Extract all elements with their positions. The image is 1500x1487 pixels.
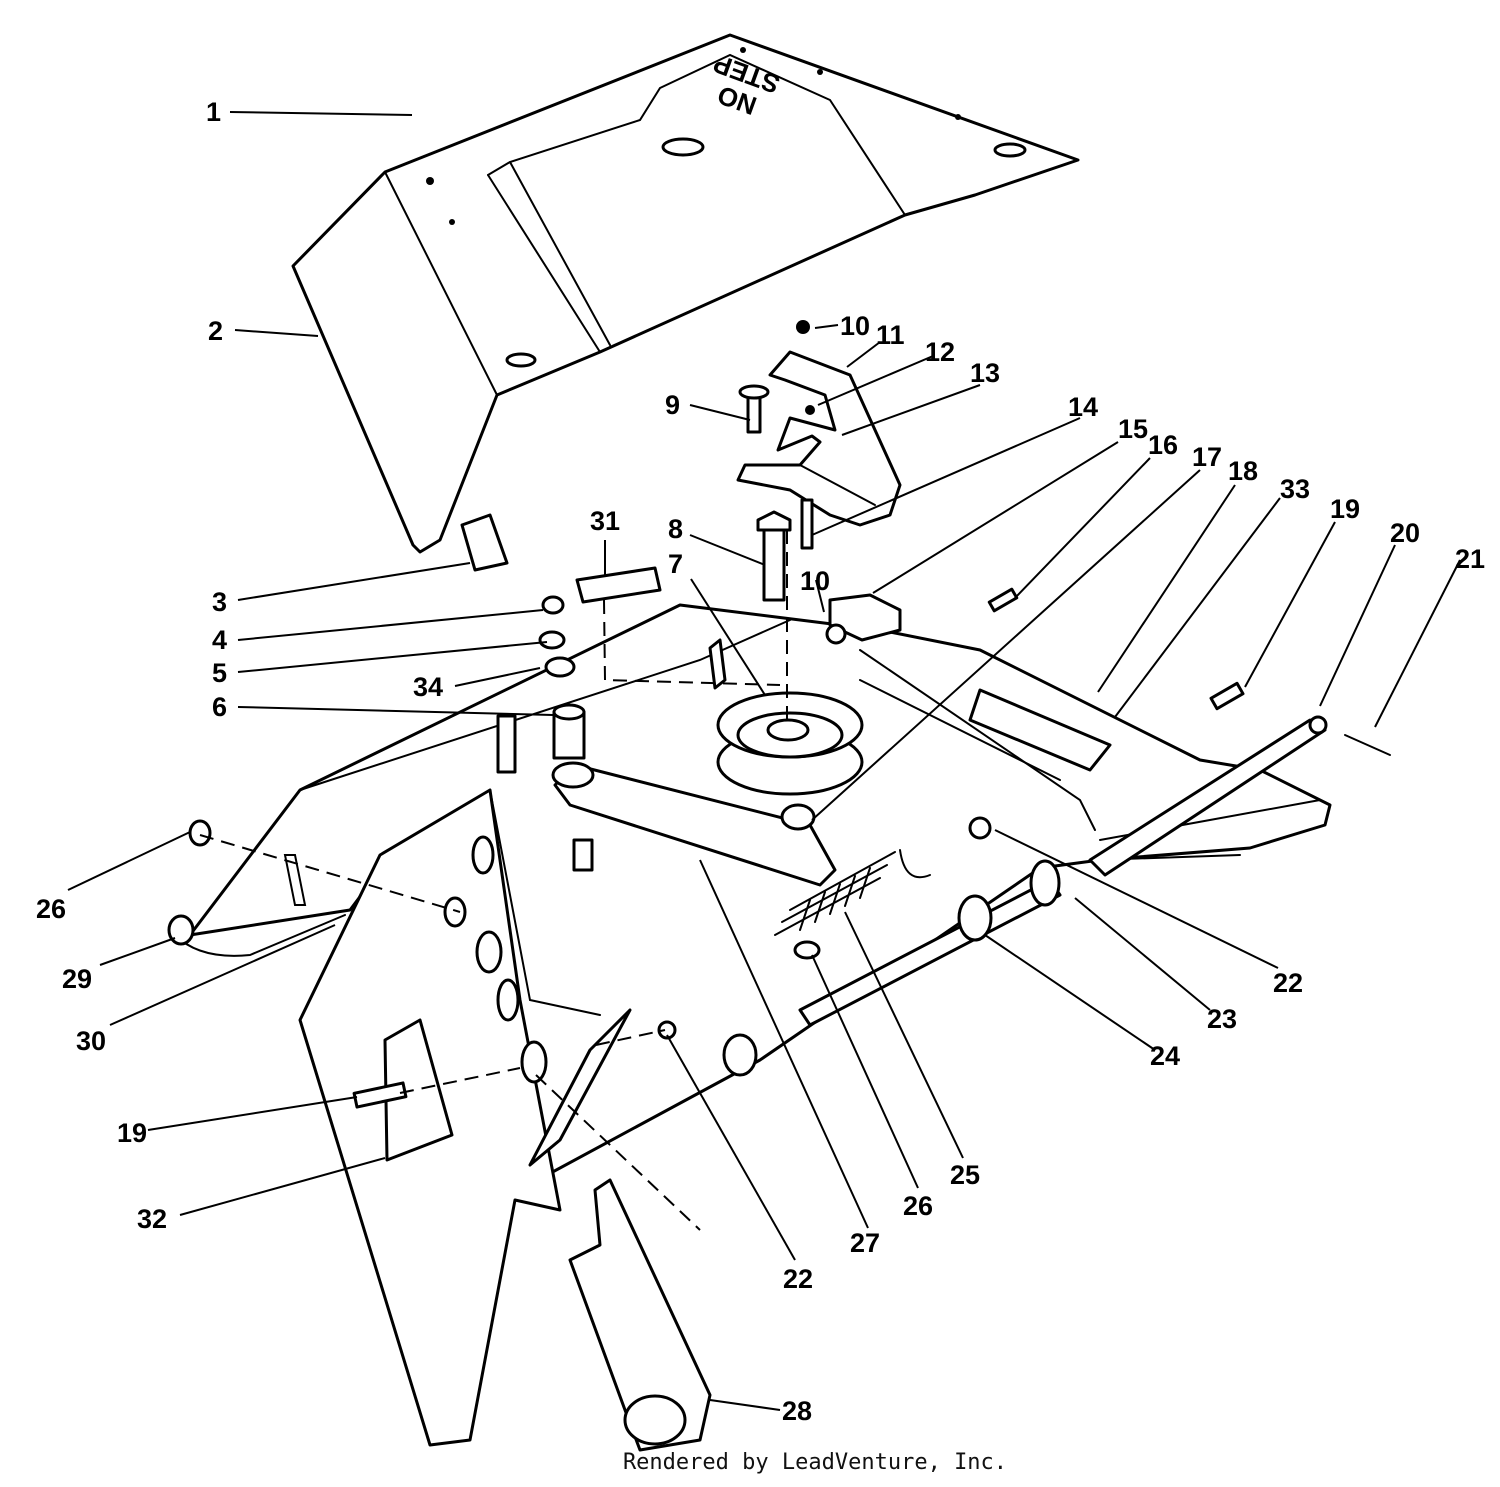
callout-18: 18 (1228, 456, 1258, 486)
callout-25: 25 (950, 1160, 980, 1190)
callout-15: 15 (1118, 414, 1148, 444)
callout-27: 27 (850, 1228, 880, 1258)
callout-8: 8 (668, 514, 683, 544)
callout-33: 33 (1280, 474, 1310, 504)
callout-19-left: 19 (117, 1118, 147, 1148)
callout-4: 4 (212, 625, 227, 655)
callout-1: 1 (206, 97, 221, 127)
callout-34: 34 (413, 672, 443, 702)
callout-9: 9 (665, 390, 680, 420)
callout-23: 23 (1207, 1004, 1237, 1034)
callout-31: 31 (590, 506, 620, 536)
callout-13: 13 (970, 358, 1000, 388)
callout-29: 29 (62, 964, 92, 994)
callout-21: 21 (1455, 544, 1485, 574)
callout-11: 11 (876, 320, 905, 350)
callout-26-bottom: 26 (903, 1191, 933, 1221)
callout-5: 5 (212, 658, 227, 688)
callout-3: 3 (212, 587, 227, 617)
callout-16: 16 (1148, 430, 1178, 460)
top-cover: NO STEP (291, 33, 1080, 554)
callout-22-bottom: 22 (783, 1264, 813, 1294)
callout-28: 28 (782, 1396, 812, 1426)
callouts: 1 2 3 4 5 34 6 31 8 7 9 10 11 12 13 10 1… (36, 97, 1485, 1426)
main-frame (167, 510, 1391, 1452)
callout-30: 30 (76, 1026, 106, 1056)
leader-lines (67, 111, 1461, 1411)
callout-20: 20 (1390, 518, 1420, 548)
callout-17: 17 (1192, 442, 1222, 472)
render-credit: Rendered by LeadVenture, Inc. (622, 1450, 1008, 1475)
callout-6: 6 (212, 692, 227, 722)
callout-12: 12 (925, 337, 955, 367)
callout-32: 32 (137, 1204, 167, 1234)
callout-2: 2 (208, 316, 223, 346)
callout-10-mid: 10 (800, 566, 830, 596)
callout-24: 24 (1150, 1041, 1180, 1071)
spring (774, 851, 896, 936)
callout-10-top: 10 (840, 311, 870, 341)
callout-22-right: 22 (1273, 968, 1303, 998)
bracket-assembly (736, 320, 902, 550)
callout-7: 7 (668, 549, 683, 579)
callout-26-left: 26 (36, 894, 66, 924)
callout-14: 14 (1068, 392, 1098, 422)
callout-19-right: 19 (1330, 494, 1360, 524)
